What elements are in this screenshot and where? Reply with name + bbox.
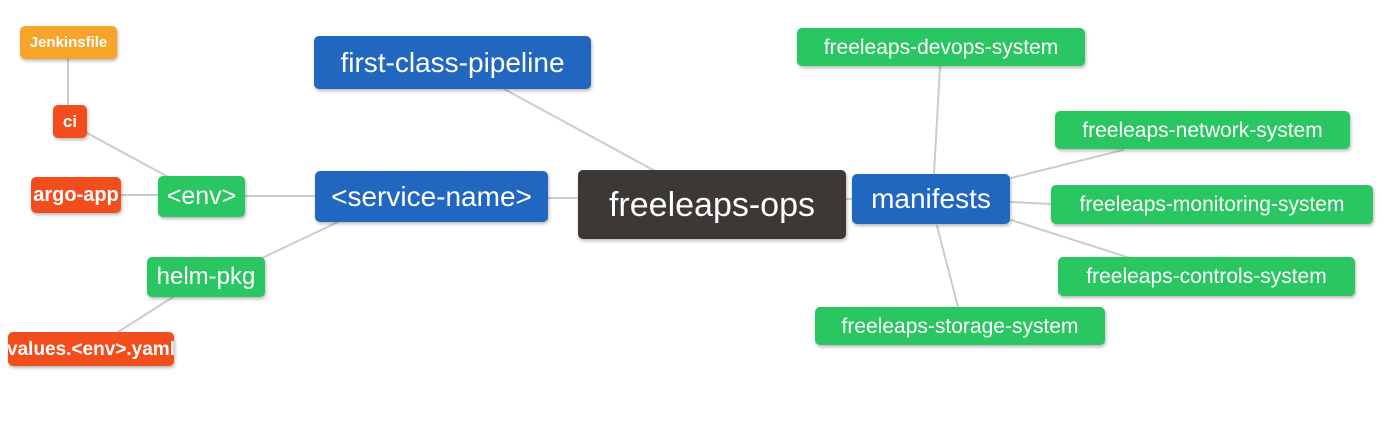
node-freeleaps-devops-system[interactable]: freeleaps-devops-system [797,28,1085,66]
node-ci[interactable]: ci [53,105,87,138]
edge-manifests-freeleaps-devops-system [933,66,941,175]
node-freeleaps-monitoring-system[interactable]: freeleaps-monitoring-system [1051,185,1373,224]
node-freeleaps-ops[interactable]: freeleaps-ops [578,170,846,239]
node-values-env-yaml[interactable]: values.<env>.yaml [7,332,175,366]
node-first-class-pipeline[interactable]: first-class-pipeline [314,36,591,89]
edge-manifests-freeleaps-storage-system [936,225,959,308]
node-argo-app[interactable]: argo-app [31,177,121,213]
edge-first-class-pipeline-freeleaps-ops [503,88,656,172]
edge-values-env-yaml-helm-pkg [117,296,174,333]
edge-ci-env [86,132,173,180]
node-env[interactable]: <env> [158,176,245,217]
node-freeleaps-storage-system[interactable]: freeleaps-storage-system [815,307,1105,345]
node-freeleaps-controls-system[interactable]: freeleaps-controls-system [1058,257,1355,296]
edge-helm-pkg-service-name [259,221,339,260]
node-freeleaps-network-system[interactable]: freeleaps-network-system [1055,111,1350,149]
node-manifests[interactable]: manifests [852,174,1010,224]
edge-manifests-freeleaps-controls-system [1010,219,1131,259]
edge-manifests-freeleaps-network-system [1010,149,1124,179]
node-jenkinsfile[interactable]: Jenkinsfile [20,26,117,59]
edge-manifests-freeleaps-monitoring-system [1010,201,1052,205]
node-service-name[interactable]: <service-name> [315,171,548,222]
node-helm-pkg[interactable]: helm-pkg [147,257,265,297]
